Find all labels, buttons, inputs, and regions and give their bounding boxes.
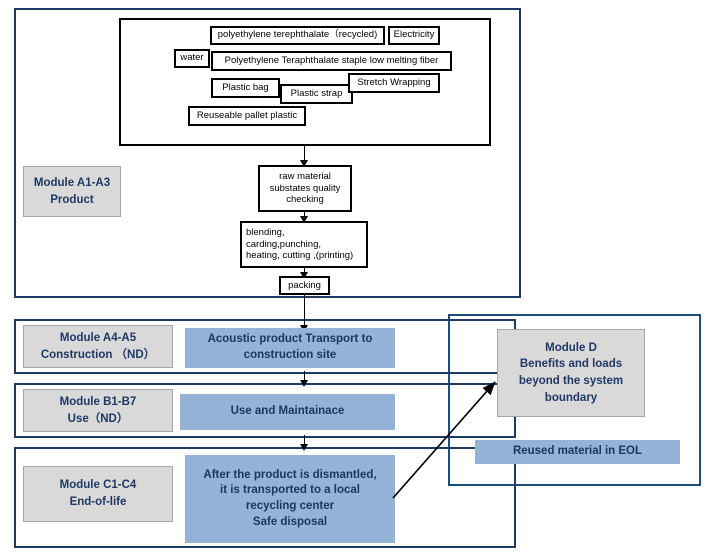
eol-line-3: recycling center (245, 500, 335, 512)
stage-box-end-of-life[interactable]: After the product is dismantled, it is t… (185, 455, 395, 543)
input-box-electricity[interactable]: Electricity (388, 26, 440, 45)
module-label-c1-c4[interactable]: Module C1-C4 End-of-life (23, 466, 173, 522)
module-label-a4-a5[interactable]: Module A4-A5 Construction （ND） (23, 325, 173, 368)
quality-line-1: raw material (279, 170, 331, 182)
module-label-b1-b7[interactable]: Module B1-B7 Use（ND） (23, 389, 173, 432)
module-label-d[interactable]: Module D Benefits and loads beyond the s… (497, 329, 645, 417)
arrowhead-inventory-to-quality (300, 160, 308, 167)
frame-module-d (448, 314, 701, 486)
stage-box-use[interactable]: Use and Maintainace (180, 394, 395, 430)
connector-inventory-to-quality (304, 146, 305, 163)
module-a1a3-line-2: Product (50, 193, 94, 206)
manufacturing-line-2: carding,punching, (246, 238, 321, 250)
packing-label: packing (288, 279, 321, 291)
input-box-pet-recycled[interactable]: polyethylene terephthalate（recycled) (210, 26, 385, 45)
reused-line-1: Reused material in EOL (512, 445, 643, 458)
input-box-stretch-wrapping[interactable]: Stretch Wrapping (348, 73, 440, 93)
module-c1c4-line-2: End-of-life (69, 496, 127, 508)
module-d-line-4: boundary (544, 391, 598, 404)
module-c1c4-line-1: Module C1-C4 (59, 479, 137, 492)
arrowhead-transport-to-use (300, 380, 308, 387)
quality-line-3: checking (286, 194, 324, 206)
process-box-manufacturing[interactable]: blending, carding,punching, heating, cut… (240, 221, 368, 268)
eol-line-1: After the product is dismantled, (203, 468, 377, 481)
arrowhead-quality-to-manufacturing (300, 216, 308, 223)
module-a4a5-line-1: Module A4-A5 (59, 331, 137, 344)
input-box-reuseable-pallet-plastic[interactable]: Reuseable pallet plastic (188, 106, 306, 126)
stage-box-reused-material[interactable]: Reused material in EOL (475, 440, 680, 464)
connector-packing-to-transport (304, 295, 305, 331)
input-box-water[interactable]: water (174, 49, 210, 68)
frame-module-c1-c4 (14, 447, 516, 548)
input-box-pet-staple-fiber[interactable]: Polyethylene Teraphthalate staple low me… (211, 51, 452, 71)
connector-use-to-eol (304, 435, 305, 449)
arrowhead-use-to-eol (300, 444, 308, 451)
frame-module-a1-a3 (14, 8, 521, 298)
eol-line-4: Safe disposal (252, 515, 328, 528)
module-label-a1-a3[interactable]: Module A1-A3 Product (23, 166, 121, 217)
transport-line-2: construction site (243, 349, 337, 361)
quality-line-2: substates quality (269, 182, 341, 194)
module-a4a5-line-2: Construction （ND） (40, 348, 156, 361)
manufacturing-line-1: blending, (246, 226, 285, 238)
stage-box-transport[interactable]: Acoustic product Transport to constructi… (185, 328, 395, 368)
module-d-line-3: beyond the system (518, 375, 624, 387)
module-b1b7-line-1: Module B1-B7 (59, 395, 137, 408)
arrowhead-manufacturing-to-packing (300, 272, 308, 279)
eol-line-2: it is transported to a local (220, 484, 360, 497)
use-line-1: Use and Maintainace (230, 405, 345, 418)
module-d-line-2: Benefits and loads (519, 358, 623, 371)
manufacturing-line-3: heating, cutting ,(printing) (246, 250, 354, 262)
process-box-packing[interactable]: packing (279, 276, 330, 295)
input-box-plastic-strap[interactable]: Plastic strap (280, 84, 353, 104)
input-box-plastic-bag[interactable]: Plastic bag (211, 78, 280, 98)
connector-transport-to-use (304, 371, 305, 385)
module-a1a3-line-1: Module A1-A3 (33, 176, 111, 189)
module-d-line-1: Module D (545, 341, 597, 354)
process-box-quality-checking[interactable]: raw material substates quality checking (258, 165, 352, 212)
transport-line-1: Acoustic product Transport to (207, 333, 373, 346)
module-b1b7-line-2: Use（ND） (67, 412, 129, 425)
